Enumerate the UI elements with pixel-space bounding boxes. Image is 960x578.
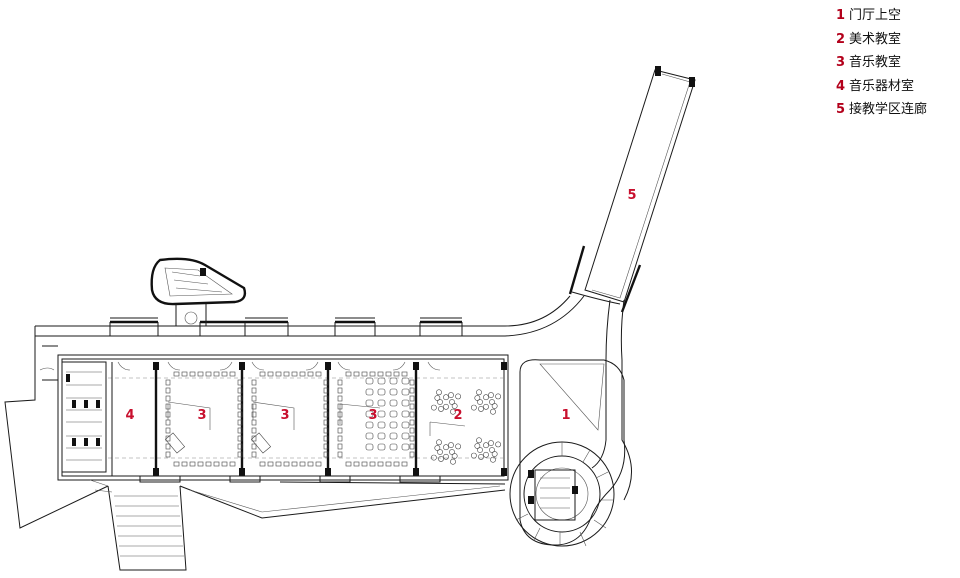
north-corridor xyxy=(35,295,585,337)
legend-number: 5 xyxy=(836,102,846,117)
toilet-block xyxy=(61,361,107,473)
legend-label: 接教学区连廊 xyxy=(849,102,928,117)
legend-number: 3 xyxy=(836,55,846,70)
legend-label: 门厅上空 xyxy=(849,8,902,23)
entrance-hall xyxy=(509,299,633,547)
legend-label: 音乐教室 xyxy=(849,55,902,70)
legend-label: 美术教室 xyxy=(849,31,902,47)
room-number-3a: 3 xyxy=(197,408,206,423)
room-labels: 1 2 3 3 3 4 5 xyxy=(125,188,636,423)
art-room-tables xyxy=(429,389,502,465)
room-number-3b: 3 xyxy=(280,408,289,423)
room-number-5: 5 xyxy=(627,188,636,203)
north-stair-tower xyxy=(150,257,247,326)
legend-number: 2 xyxy=(836,31,846,47)
room-number-2: 2 xyxy=(453,408,462,423)
legend-label: 音乐器材室 xyxy=(849,78,915,94)
room-number-1: 1 xyxy=(561,408,570,423)
legend-number: 1 xyxy=(836,8,846,23)
room-number-4: 4 xyxy=(125,408,134,423)
music-room-furniture xyxy=(164,371,415,467)
south-canopy xyxy=(179,481,506,519)
west-entrance xyxy=(4,326,187,571)
legend-number: 4 xyxy=(836,78,846,94)
room-number-3c: 3 xyxy=(368,408,377,423)
